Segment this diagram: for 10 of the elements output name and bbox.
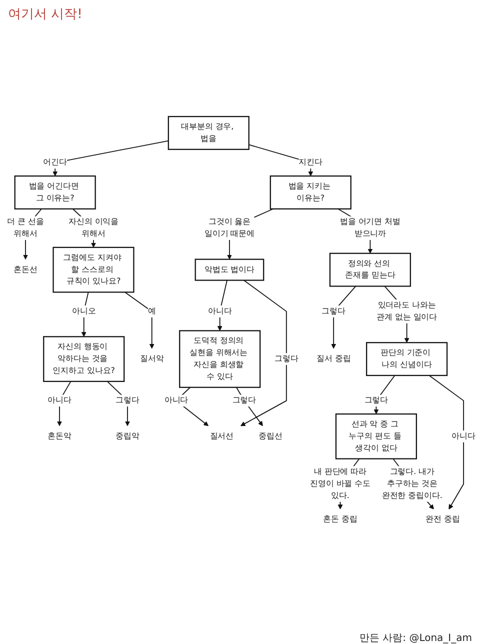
- arrow: [52, 140, 169, 176]
- arrow: [57, 380, 72, 426]
- arrow: [240, 279, 287, 426]
- arrow: [248, 144, 314, 176]
- credit-text: 만든 사람: @Lona_I_am: [359, 633, 472, 644]
- arrow: [81, 291, 89, 337]
- arrow: [217, 279, 228, 331]
- arrow: [124, 291, 154, 348]
- arrow: [428, 374, 464, 510]
- start-note: 여기서 시작!: [8, 7, 82, 22]
